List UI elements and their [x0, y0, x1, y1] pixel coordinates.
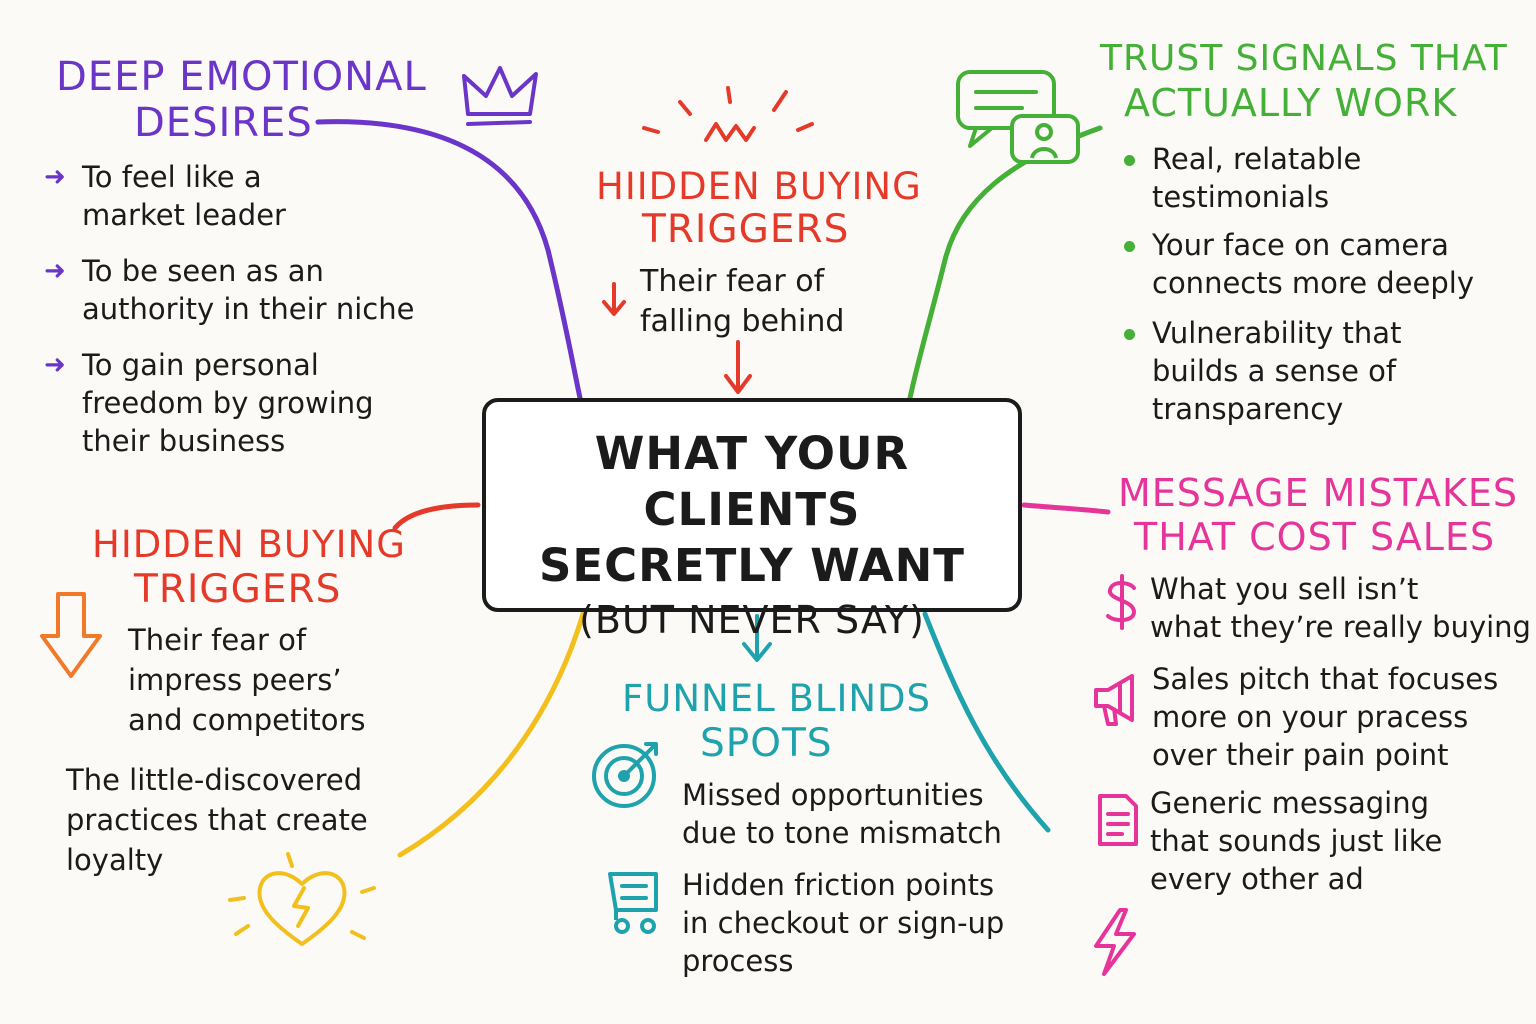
megaphone-icon	[1094, 674, 1134, 726]
desire-item-2-line-2: authority in their niche	[82, 292, 415, 326]
central-subtitle: (BUT NEVER SAY)	[579, 598, 925, 642]
desire-item-3-line-1: To gain personal	[82, 348, 319, 382]
target-icon	[592, 742, 658, 808]
dollar-icon	[1106, 574, 1137, 630]
branch-hidden-triggers-left	[392, 502, 481, 531]
loyalty-item-line-2: practices that create	[66, 803, 368, 837]
branch-loyalty	[397, 611, 586, 858]
funnel-item-1-line-2: due to tone mismatch	[682, 816, 1002, 850]
trust-item-3-line-3: transparency	[1152, 392, 1344, 426]
hidden-triggers-top-item-line-1: Their fear of	[640, 264, 825, 299]
deep-desires-heading-line-1: DEEP EMOTIONAL	[56, 54, 427, 100]
mistake-item-3-line-2: that sounds just like	[1150, 824, 1443, 858]
central-topic-box: WHAT YOUR CLIENTS SECRETLY WANT (BUT NEV…	[482, 398, 1022, 642]
mistake-item-3-line-3: every other ad	[1150, 862, 1364, 896]
bullet-arrow-icon: ➜	[44, 162, 66, 192]
deep-desires-heading-line-2: DESIRES	[134, 100, 313, 146]
loyalty-item-line-3: loyalty	[66, 843, 164, 877]
hidden-triggers-top-heading-line-2: TRIGGERS	[642, 207, 850, 252]
desire-item-1: To feel like a market leader	[82, 158, 286, 234]
message-mistakes-heading-line-2: THAT COST SALES	[1134, 515, 1496, 559]
trust-item-2: Your face on camera connects more deeply	[1152, 226, 1474, 302]
mistake-item-2: Sales pitch that focuses more on your pr…	[1152, 660, 1498, 774]
branch-message-mistakes	[1021, 502, 1111, 515]
desire-item-1-line-1: To feel like a	[82, 160, 262, 194]
trust-item-1: Real, relatable testimonials	[1152, 140, 1361, 216]
desire-item-2-line-1: To be seen as an	[82, 254, 324, 288]
top-arrow-icon	[724, 340, 752, 394]
bullet-dot-icon	[1124, 329, 1135, 340]
crown-icon	[462, 66, 538, 126]
hidden-triggers-left-heading-line-2: TRIGGERS	[134, 567, 342, 612]
lightning-icon	[1094, 908, 1136, 976]
broken-heart-icon	[228, 852, 376, 946]
bullet-arrow-icon: ➜	[44, 256, 66, 286]
hidden-triggers-top-item: Their fear of falling behind	[640, 262, 844, 342]
desire-item-1-line-2: market leader	[82, 198, 286, 232]
loyalty-item-line-1: The little-discovered	[66, 763, 363, 797]
trust-item-2-line-2: connects more deeply	[1152, 266, 1474, 300]
mistake-item-2-line-1: Sales pitch that focuses	[1152, 662, 1499, 696]
hidden-triggers-left-item-line-2: impress peers’	[128, 663, 342, 697]
mistake-item-3-line-1: Generic messaging	[1150, 786, 1430, 820]
hidden-triggers-left-item-line-3: and competitors	[128, 703, 366, 737]
central-title-line-1: WHAT YOUR CLIENTS	[594, 427, 910, 536]
desire-item-3-line-2: freedom by growing	[82, 386, 374, 420]
funnel-item-2: Hidden friction points in checkout or si…	[682, 866, 1004, 980]
hidden-triggers-left-item: Their fear of impress peers’ and competi…	[128, 620, 366, 740]
trust-item-3: Vulnerability that builds a sense of tra…	[1152, 314, 1401, 428]
trust-item-3-line-2: builds a sense of	[1152, 354, 1397, 388]
trust-signals-heading-line-1: TRUST SIGNALS THAT	[1100, 38, 1508, 79]
mistake-item-3: Generic messaging that sounds just like …	[1150, 784, 1442, 898]
document-icon	[1098, 794, 1138, 846]
funnel-item-1-line-1: Missed opportunities	[682, 778, 984, 812]
funnel-item-2-line-3: process	[682, 944, 794, 978]
trust-item-3-line-1: Vulnerability that	[1152, 316, 1402, 350]
loyalty-item: The little-discovered practices that cre…	[66, 760, 368, 880]
funnel-heading-line-1: FUNNEL BLINDS	[622, 677, 932, 720]
desire-item-3: To gain personal freedom by growing thei…	[82, 346, 374, 460]
hidden-triggers-top-item-line-2: falling behind	[640, 304, 845, 339]
mistake-item-1-line-1: What you sell isn’t	[1150, 572, 1419, 606]
bullet-dot-icon	[1124, 155, 1135, 166]
trust-item-1-line-2: testimonials	[1152, 180, 1330, 214]
mistake-item-2-line-2: more on your pracess	[1152, 700, 1469, 734]
cart-icon	[608, 872, 658, 934]
desire-item-3-line-3: their business	[82, 424, 286, 458]
down-arrow-icon	[40, 592, 102, 678]
trust-signals-heading-line-2: ACTUALLY WORK	[1124, 81, 1458, 125]
funnel-item-2-line-1: Hidden friction points	[682, 868, 995, 902]
funnel-heading-line-2: SPOTS	[700, 721, 833, 766]
sparkle-burst-icon	[642, 86, 814, 142]
mistake-item-1: What you sell isn’t what they’re really …	[1150, 570, 1531, 646]
central-title-line-2: SECRETLY WANT	[539, 539, 965, 592]
mistake-item-1-line-2: what they’re really buying	[1150, 610, 1531, 644]
message-mistakes-heading-line-1: MESSAGE MISTAKES	[1118, 471, 1519, 515]
trust-item-1-line-1: Real, relatable	[1152, 142, 1362, 176]
trust-item-2-line-1: Your face on camera	[1152, 228, 1449, 262]
funnel-item-2-line-2: in checkout or sign-up	[682, 906, 1005, 940]
bottom-arrow-icon	[742, 614, 772, 662]
funnel-item-1: Missed opportunities due to tone mismatc…	[682, 776, 1002, 852]
chat-bubble-icon	[956, 70, 1080, 164]
hidden-triggers-left-item-line-1: Their fear of	[128, 623, 307, 657]
hidden-triggers-top-heading-line-1: HIIDDEN BUYING	[596, 165, 922, 208]
branch-deep-desires	[315, 119, 583, 401]
desire-item-2: To be seen as an authority in their nich…	[82, 252, 414, 328]
down-arrow-icon	[602, 282, 626, 316]
hidden-triggers-left-heading-line-1: HIDDEN BUYING	[92, 523, 406, 566]
bullet-arrow-icon: ➜	[44, 350, 66, 380]
branch-funnel-right	[922, 611, 1051, 833]
bullet-dot-icon	[1124, 241, 1135, 252]
mistake-item-2-line-3: over their pain point	[1152, 738, 1449, 772]
